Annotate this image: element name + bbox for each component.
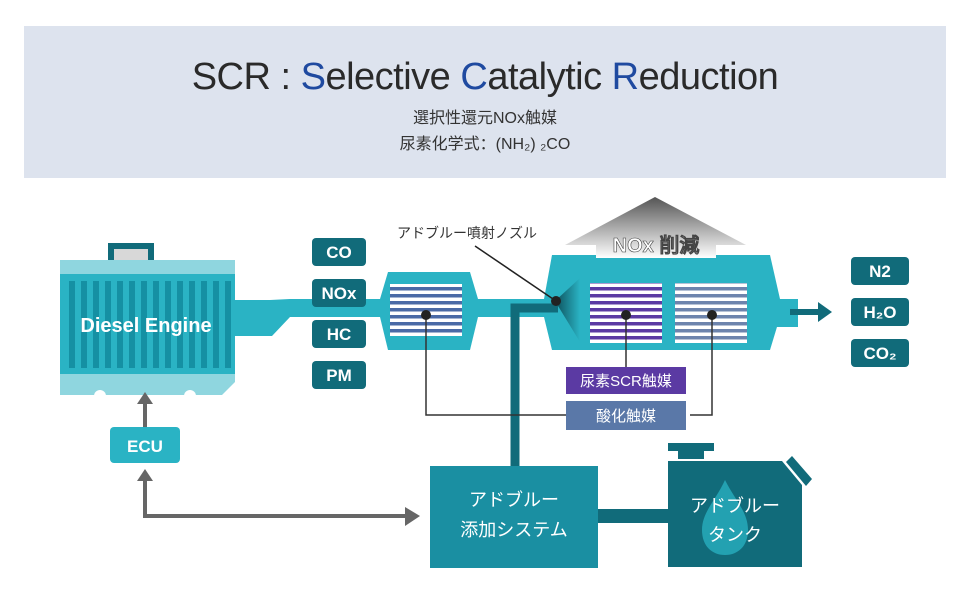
page-title: SCR : Selective Catalytic Reduction <box>24 56 946 99</box>
nox-reduction-label: NOx 削減 <box>613 233 700 257</box>
diesel-engine: Diesel Engine <box>60 243 235 402</box>
connector-line <box>690 315 713 416</box>
title-text: elective <box>325 56 461 98</box>
input-gas-badge: CO <box>312 238 366 266</box>
outlet-arrow-icon <box>790 302 832 322</box>
header-banner: SCR : Selective Catalytic Reduction 選択性還… <box>24 26 946 178</box>
input-gas-badge: PM <box>312 361 366 389</box>
dosing-line <box>510 303 558 466</box>
oxidation-catalyst-label-box: 酸化触媒 <box>566 401 686 430</box>
droplet-icon <box>702 480 748 555</box>
adblue-tank: アドブルー タンク <box>668 443 812 567</box>
input-gas-badge: HC <box>312 320 366 348</box>
connector-dot <box>707 310 717 320</box>
input-gas-badge-label: CO <box>326 243 352 262</box>
output-gas-badge-label: N2 <box>869 262 891 281</box>
adblue-system-line2: 添加システム <box>460 520 567 540</box>
title-initial: R <box>611 56 639 98</box>
title-initial: S <box>300 56 326 98</box>
scr-catalyst-label-box: 尿素SCR触媒 <box>566 367 686 394</box>
connector-line <box>425 315 566 416</box>
oxidation-catalyst-label: 酸化触媒 <box>596 408 656 425</box>
nozzle-leader-line <box>474 245 557 302</box>
adblue-dosing-system: アドブルー 添加システム <box>430 466 598 568</box>
subtitle-japanese: 選択性還元NOx触媒 <box>412 110 557 127</box>
nozzle-point <box>551 296 561 306</box>
title-text: eduction <box>638 56 779 98</box>
engine-label: Diesel Engine <box>80 315 211 337</box>
connector-dot <box>421 310 431 320</box>
nox-reduction-arrow-icon: NOx 削減 <box>565 197 746 258</box>
output-gas-badge-label: H₂O <box>863 303 896 322</box>
output-gas-badge: CO₂ <box>851 339 909 367</box>
ecu-label: ECU <box>127 437 163 456</box>
output-gas-badge-label: CO₂ <box>863 344 896 363</box>
ecu-box: ECU <box>110 427 180 463</box>
output-gas-badge: H₂O <box>851 298 909 326</box>
input-gas-badge: NOx <box>312 279 366 307</box>
ecu-to-engine-arrow-icon <box>137 392 153 427</box>
tank-supply-line <box>598 509 668 523</box>
connector-dot <box>621 310 631 320</box>
adblue-tank-line1: アドブルー <box>690 495 780 516</box>
input-gas-badge-label: PM <box>326 366 352 385</box>
title-text: atalytic <box>487 56 612 98</box>
adblue-tank-line2: タンク <box>708 525 762 545</box>
input-gas-badge-label: NOx <box>322 284 358 303</box>
title-initial: C <box>460 56 488 98</box>
input-gas-badge-label: HC <box>327 325 352 344</box>
adblue-system-line1: アドブルー <box>469 489 559 510</box>
nozzle-label: アドブルー噴射ノズル <box>397 225 537 241</box>
nozzle-cone <box>555 278 580 342</box>
subtitle-formula: 尿素化学式：(NH₂) ₂CO <box>399 136 571 153</box>
output-gas-badge: N2 <box>851 257 909 285</box>
ecu-system-arrow-icon <box>137 469 420 526</box>
scr-catalyst-label: 尿素SCR触媒 <box>580 373 672 390</box>
title-text: SCR : <box>191 56 301 98</box>
